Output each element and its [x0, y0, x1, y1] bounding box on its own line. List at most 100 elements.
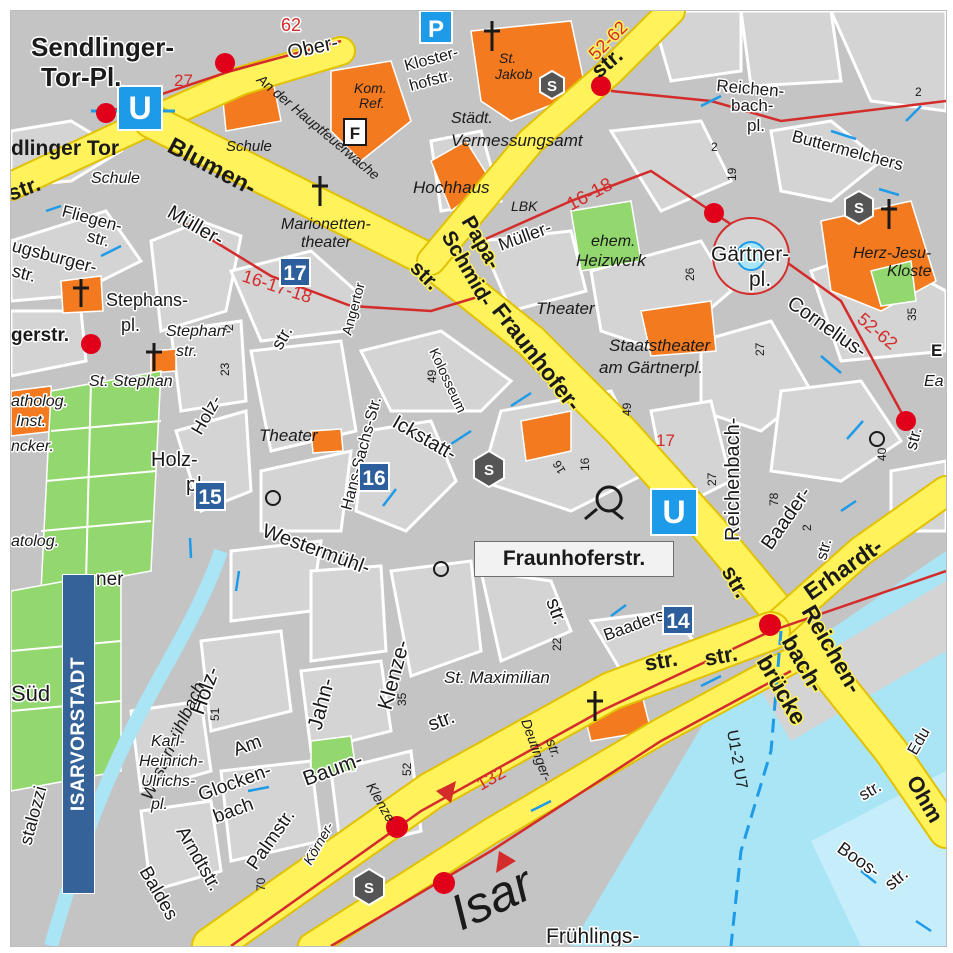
- house-number: 35: [395, 692, 409, 706]
- label-dstr: str.: [543, 737, 565, 760]
- house-number: 16: [550, 458, 569, 477]
- label-ea-right: Ea: [924, 373, 944, 390]
- label-am-gaertnerpl: am Gärtnerpl.: [599, 358, 703, 377]
- label-marionetten: Marionetten-: [281, 216, 371, 233]
- route-17: 17: [656, 431, 675, 450]
- label-vermessungsamt: Vermessungsamt: [451, 131, 584, 150]
- location-badge-14[interactable]: 14: [662, 605, 694, 635]
- house-number: 40: [875, 447, 889, 461]
- gaertnerplatz-fountain: [736, 241, 766, 271]
- label-pl-st: pl.: [121, 315, 140, 335]
- label-ulrichs: Ulrichs-: [141, 773, 195, 790]
- label-ncker: ncker.: [11, 438, 54, 455]
- tram-direction-arrows: [436, 781, 516, 873]
- house-number: 27: [705, 472, 719, 486]
- house-number: 78: [767, 492, 781, 506]
- route-27: 27: [174, 71, 193, 90]
- house-number: 52: [400, 762, 414, 776]
- label-ner: ner: [96, 569, 124, 590]
- svg-text:U: U: [662, 494, 685, 530]
- label-stephan-str: Stephan-: [166, 323, 231, 340]
- label-herz-jesu: Herz-Jesu-: [853, 245, 931, 262]
- label-ehem: ehem.: [591, 233, 635, 250]
- map-canvas: S S S S U U P F: [11, 11, 946, 946]
- label-theater-hs: Theater: [259, 426, 319, 445]
- label-lbk: LBK: [511, 198, 538, 214]
- label-marionetten-theater: theater: [301, 234, 351, 251]
- label-theater-gp: Theater: [536, 299, 596, 318]
- one-way-arrows: [45, 94, 932, 933]
- label-stephanspl: Stephans-: [106, 290, 188, 310]
- svg-text:F: F: [350, 124, 360, 143]
- label-gaertnerpl: pl.: [749, 268, 771, 291]
- house-number: 70: [254, 877, 268, 891]
- ubahn-line: [729, 630, 783, 946]
- house-number: 35: [905, 307, 919, 321]
- label-st-jakob: St.: [499, 50, 516, 66]
- location-badge-16[interactable]: 16: [358, 462, 390, 492]
- label-reichenbach: Reichenbach-: [722, 418, 744, 541]
- label-staedt: Städt.: [451, 110, 493, 127]
- house-number: 23: [218, 362, 232, 376]
- label-heinrich: Heinrich-: [139, 753, 203, 770]
- svg-text:S: S: [547, 78, 557, 95]
- label-gerstr: gerstr.: [11, 325, 69, 346]
- location-badge-15[interactable]: 15: [194, 481, 226, 511]
- label-schule-top: Schule: [91, 170, 140, 187]
- major-roads: [11, 11, 946, 946]
- house-number: 49: [620, 402, 634, 416]
- svg-text:U: U: [128, 90, 151, 126]
- district-label-bar: ISARVORSTADT: [62, 574, 95, 894]
- house-numbers: 2 23 16 19 26 35 49 40 27 27 49 78 2 22 …: [208, 85, 922, 891]
- house-number: 22: [550, 637, 564, 651]
- label-heizwerk: Heizwerk: [576, 251, 647, 270]
- label-fruehlings: Frühlings-: [546, 925, 639, 946]
- label-pl-kh: pl.: [150, 796, 168, 813]
- svg-text:P: P: [428, 16, 444, 43]
- label-sendlinger: Sendlinger-: [31, 32, 174, 62]
- label-kom: Kom.: [354, 80, 387, 96]
- river-bank: [811, 771, 946, 946]
- label-inst: Inst.: [16, 413, 46, 430]
- label-patholog: atholog.: [11, 393, 68, 410]
- label-bachpl: bach-: [731, 96, 774, 115]
- label-sendlinger-tor: dlinger Tor: [11, 137, 119, 160]
- label-e-right: E: [931, 341, 942, 360]
- station-label-fraunhoferstr[interactable]: Fraunhoferstr.: [474, 541, 674, 577]
- house-number: 2: [222, 324, 236, 331]
- label-gaertner: Gärtner-: [711, 243, 789, 266]
- post-horn-icons: [265, 431, 885, 577]
- label-hochhaus: Hochhaus: [413, 178, 490, 197]
- label-atolog: atolog.: [11, 533, 59, 550]
- house-number: 16: [578, 457, 592, 471]
- house-number: 19: [725, 167, 739, 181]
- label-kloster: Kloste: [887, 263, 932, 280]
- house-number: 2: [915, 85, 922, 99]
- house-number: 51: [208, 707, 222, 721]
- label-ref: Ref.: [359, 95, 385, 111]
- label-staatstheater: Staatstheater: [609, 336, 711, 355]
- svg-text:S: S: [484, 462, 494, 479]
- house-number: 27: [753, 342, 767, 356]
- house-number: 2: [800, 524, 814, 531]
- city-map[interactable]: S S S S U U P F: [10, 10, 947, 947]
- label-stephan-str2: str.: [176, 343, 198, 360]
- svg-text:S: S: [364, 880, 374, 897]
- sbahn-icons: S S S S: [353, 69, 874, 907]
- house-number: 26: [683, 267, 697, 281]
- label-schule2: Schule: [226, 138, 272, 155]
- ubahn-signs: U U P: [117, 11, 698, 536]
- label-pl-top: pl.: [747, 116, 765, 135]
- district-name: ISARVORSTADT: [67, 656, 89, 812]
- river-island: [761, 581, 946, 741]
- label-st-stephan: St. Stephan: [89, 373, 173, 390]
- church-cross-icons: [73, 21, 897, 721]
- house-number: 49: [425, 369, 439, 383]
- label-holzpl: Holz-: [151, 449, 198, 471]
- label-torpl: Tor-Pl.: [41, 62, 121, 92]
- label-sued: Süd: [11, 681, 50, 706]
- house-number: 2: [711, 140, 718, 154]
- route-62: 62: [281, 15, 301, 35]
- label-karl: Karl-: [151, 733, 185, 750]
- location-badge-17[interactable]: 17: [279, 257, 311, 287]
